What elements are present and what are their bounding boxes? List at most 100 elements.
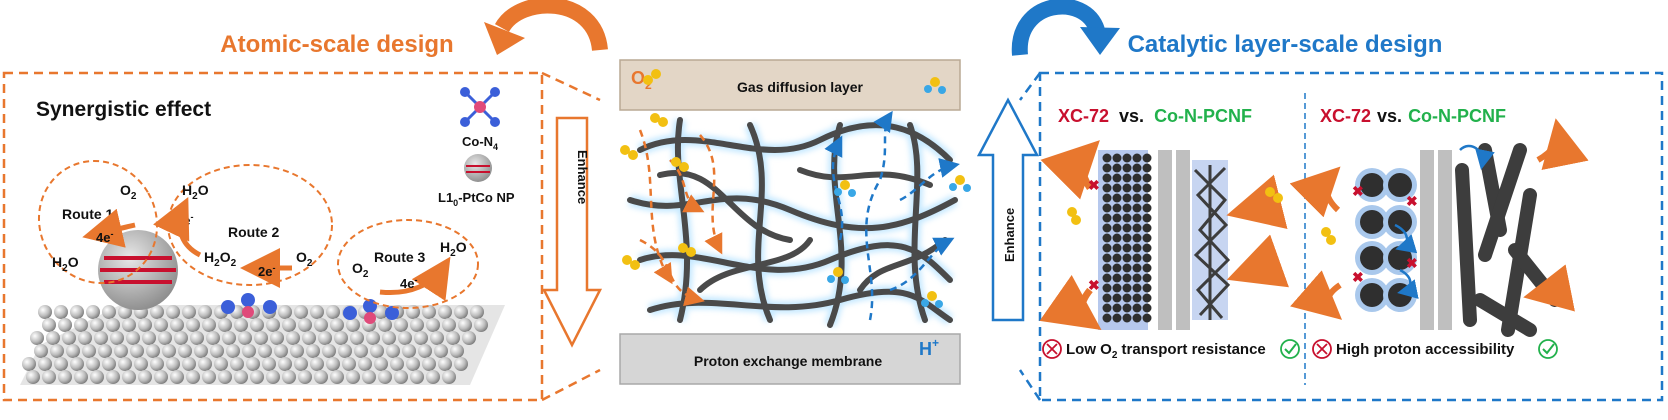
graphene-atom [442,318,456,332]
graphene-atom [346,370,360,384]
carbon-particle [1132,283,1142,293]
graphene-atom [474,318,488,332]
o2-diffusion-paths [638,129,723,307]
graphene-atom [434,344,448,358]
graphene-atom [38,305,52,319]
enhance-arrow-up: Enhance [976,97,1040,322]
graphene-atom [426,370,440,384]
graphene-atom [154,318,168,332]
right-curved-arrow [1011,0,1105,56]
carbon-particle [1112,203,1122,213]
graphene-atom [278,305,292,319]
con4-site [221,293,277,318]
carbon-particle [1132,293,1142,303]
right-caption: High proton accessibility [1336,341,1515,358]
graphene-atom [174,331,188,345]
carbon-particle [1112,223,1122,233]
route2-label: Route 2 [228,224,280,240]
carbon-particle [1112,153,1122,163]
carbon-particle [1112,283,1122,293]
carbon-particle [1132,203,1142,213]
graphene-atom [106,370,120,384]
blocked-x-icon: ✖ [1406,255,1418,271]
right-header-title: Catalytic layer-scale design [1128,31,1443,58]
graphene-atom [46,331,60,345]
pass-icon [1280,339,1300,359]
graphene-atom [294,357,308,371]
graphene-atom [322,344,336,358]
carbon-particle [1132,163,1142,173]
graphene-atom [266,370,280,384]
graphene-atom [406,357,420,371]
carbon-particle [1112,293,1122,303]
graphene-atom [218,370,232,384]
graphene-atom [86,357,100,371]
carbon-particle [1112,173,1122,183]
graphene-atom [122,370,136,384]
graphene-atom [222,331,236,345]
gdl-label: Gas diffusion layer [737,79,864,95]
graphene-atom [190,331,204,345]
graphene-atom [194,344,208,358]
graphene-atom [350,331,364,345]
graphene-atom [402,344,416,358]
o2-flux-arrows [1039,140,1289,331]
graphene-atom [254,331,268,345]
route2-step2: 2e- [258,263,275,279]
graphene-atom [166,357,180,371]
graphene-atom [202,318,216,332]
graphene-atom [58,370,72,384]
carbon-particle [1122,213,1132,223]
route1-arrow [82,208,136,248]
graphene-atom [410,318,424,332]
graphene-atom [410,370,424,384]
route2-arrow-step1 [153,196,202,258]
graphene-atom [230,357,244,371]
graphene-atom [138,370,152,384]
carbon-particle [1102,203,1112,213]
carbon-particle [1142,253,1152,263]
graphene-atom [118,357,132,371]
carbon-particle [1112,233,1122,243]
graphene-atom [58,318,72,332]
carbon-particle [1122,163,1132,173]
graphene-atom [146,344,160,358]
graphene-atom [422,305,436,319]
graphene-atom [426,318,440,332]
graphene-atom [366,331,380,345]
graphene-atom [394,318,408,332]
graphene-atom [66,344,80,358]
carbon-particle [1142,273,1152,283]
graphene-atom [142,331,156,345]
graphene-atom [314,370,328,384]
graphene-atom [150,305,164,319]
carbon-particle [1132,193,1142,203]
carbon-aggregate [1360,246,1384,270]
graphene-atom [110,331,124,345]
carbon-particle [1142,163,1152,173]
graphene-atom [270,331,284,345]
graphene-atom [286,331,300,345]
graphene-atom [334,331,348,345]
graphene-atom [362,370,376,384]
right-zoom-line-bottom [1018,369,1042,401]
graphene-atom [26,370,40,384]
carbon-particle [1132,303,1142,313]
graphene-atom [378,370,392,384]
graphene-atom [126,331,140,345]
synergistic-effect-title: Synergistic effect [36,98,211,121]
graphene-atom [274,344,288,358]
graphene-atom [386,344,400,358]
graphene-atom [342,357,356,371]
graphene-atom [394,370,408,384]
graphene-atom [162,344,176,358]
carbon-particle [1122,293,1132,303]
o2-label: O2 [631,68,652,92]
graphene-atom [238,331,252,345]
graphene-atom [54,305,68,319]
route1-reactant: O2 [120,182,137,202]
graphene-atom [246,357,260,371]
route2-oxygen: O2 [296,249,313,269]
ptco-legend-label: L10-PtCo NP [438,190,515,208]
